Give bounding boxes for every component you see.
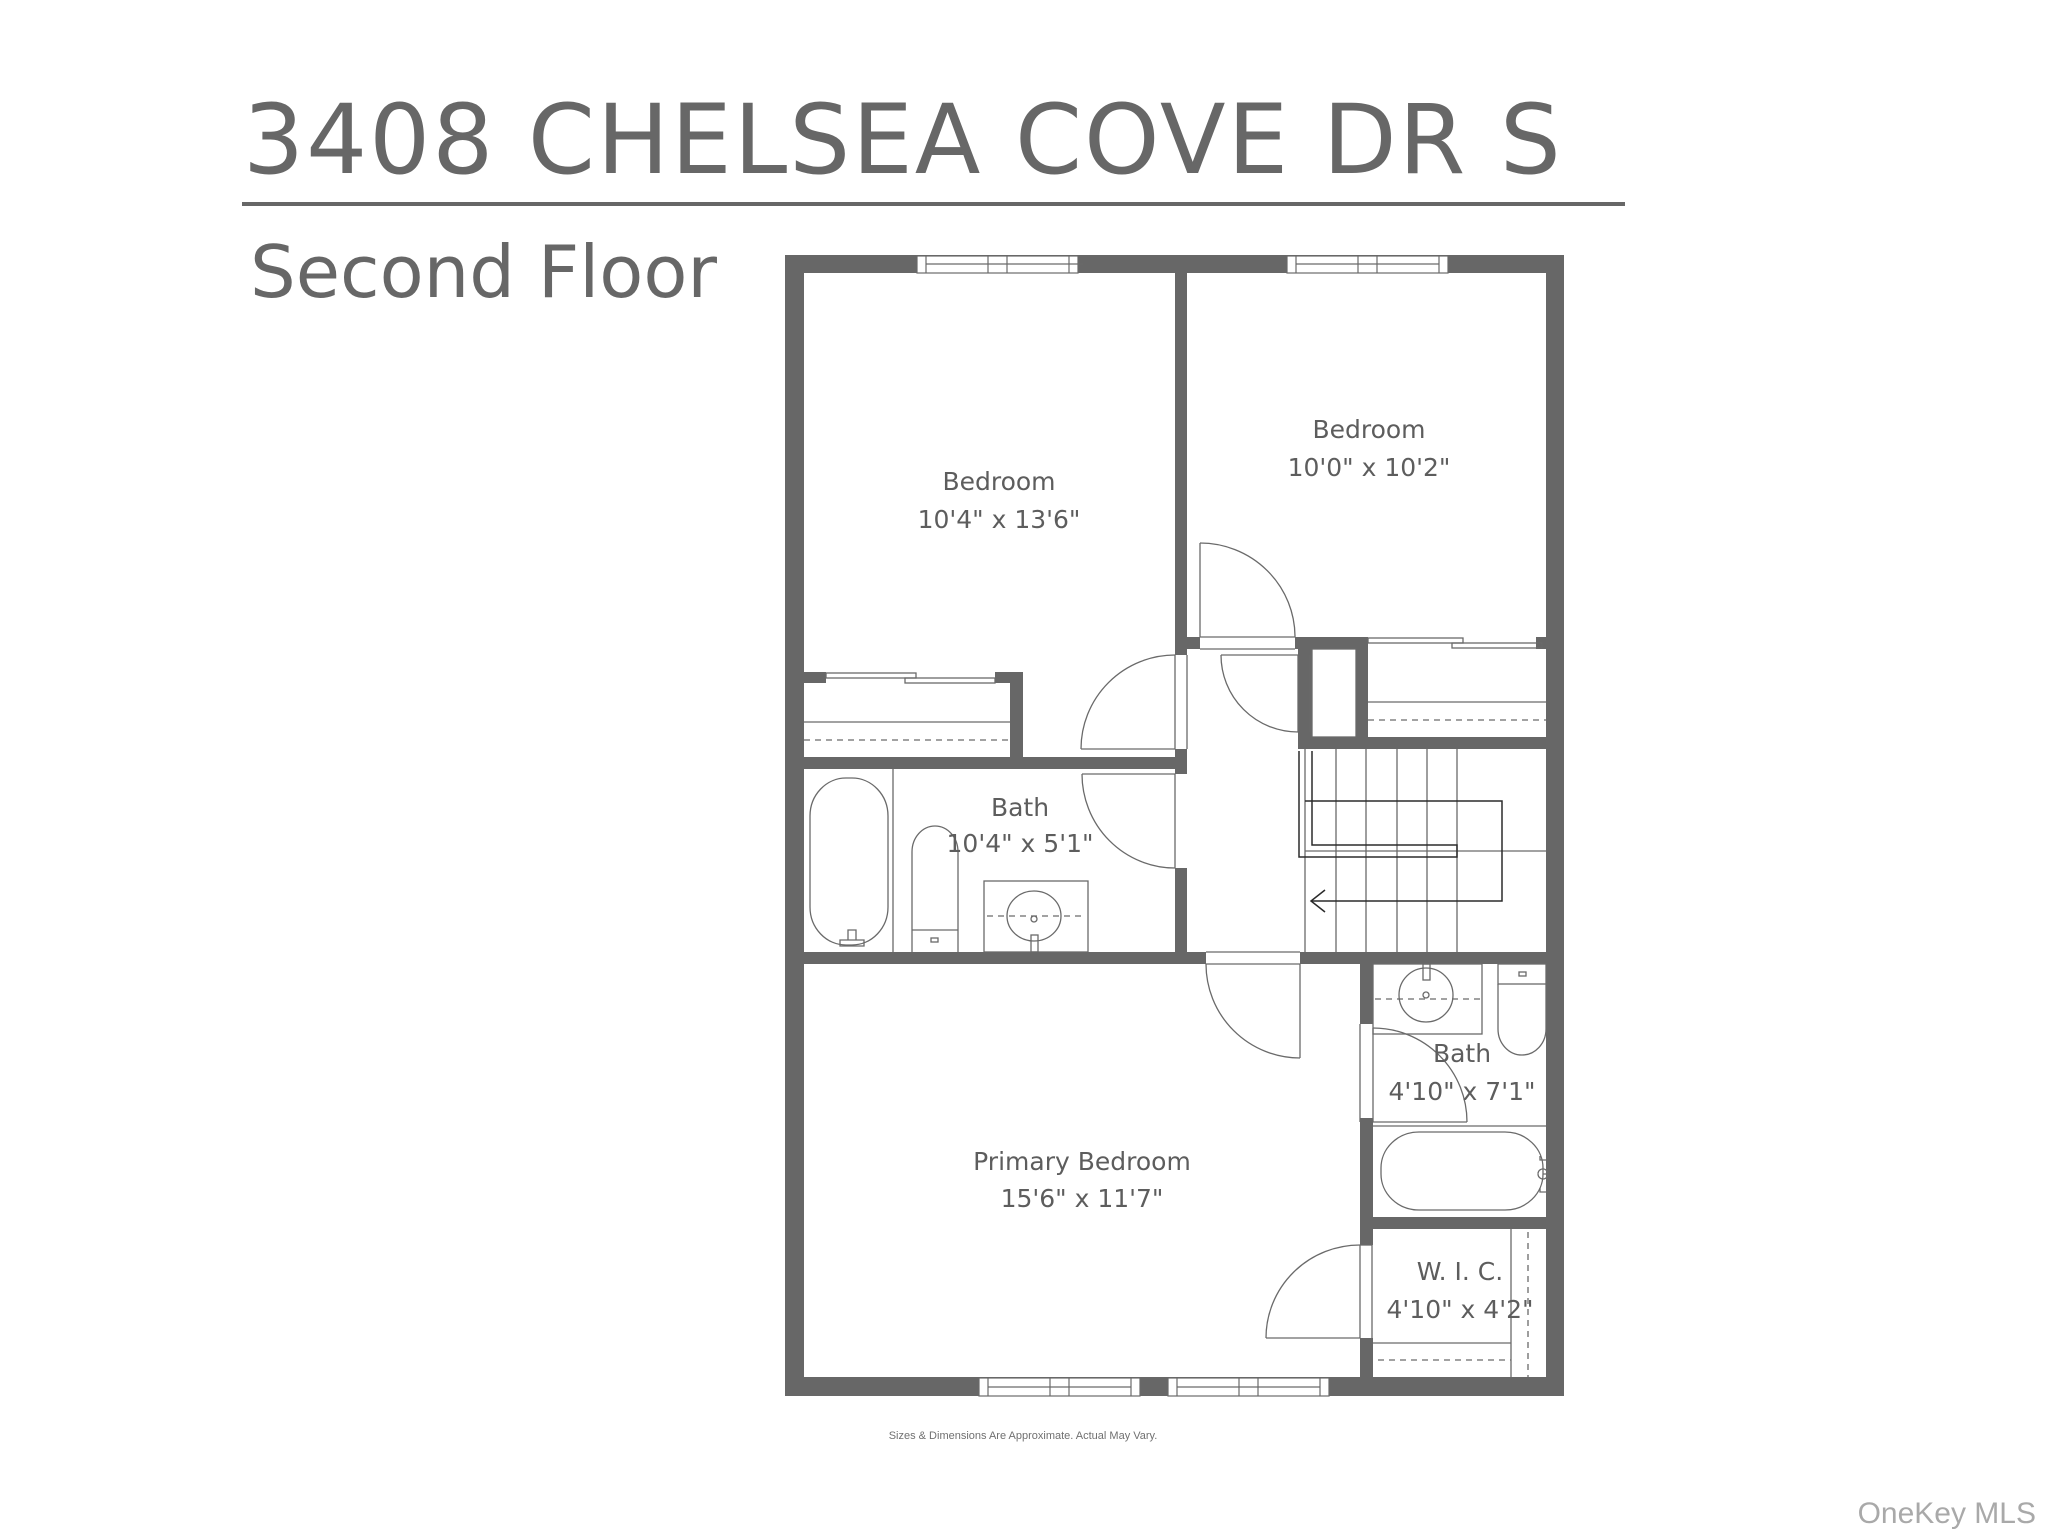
address-title: 3408 CHELSEA COVE DR S (243, 84, 1563, 196)
room-dimensions: 15'6" x 11'7" (1001, 1184, 1164, 1213)
room-dimensions: 10'0" x 10'2" (1288, 453, 1451, 482)
room-name: Bedroom (942, 467, 1055, 496)
room-dimensions: 10'4" x 5'1" (947, 829, 1094, 858)
disclaimer-label: Sizes & Dimensions Are Approximate. Actu… (888, 1430, 1158, 1442)
room-name: Bath (1433, 1039, 1491, 1068)
room-dimensions: 4'10" x 7'1" (1389, 1077, 1536, 1106)
room-dimensions: 4'10" x 4'2" (1387, 1295, 1534, 1324)
room-name: W. I. C. (1417, 1257, 1503, 1286)
room-name: Primary Bedroom (973, 1147, 1191, 1176)
fixtures (804, 542, 1549, 1377)
room-dimensions: 10'4" x 13'6" (918, 505, 1081, 534)
walls (785, 255, 1564, 1396)
room-labels: Bedroom 10'4" x 13'6" Bedroom 10'0" x 10… (918, 415, 1536, 1324)
room-name: Bedroom (1312, 415, 1425, 444)
disclaimer-text: Sizes & Dimensions Are Approximate. Actu… (0, 1430, 2048, 1442)
floor-label: Second Floor (250, 230, 717, 314)
mls-watermark: OneKey MLS (1857, 1497, 2036, 1530)
room-name: Bath (991, 793, 1049, 822)
windows (916, 255, 1449, 1397)
title-divider (242, 202, 1625, 206)
